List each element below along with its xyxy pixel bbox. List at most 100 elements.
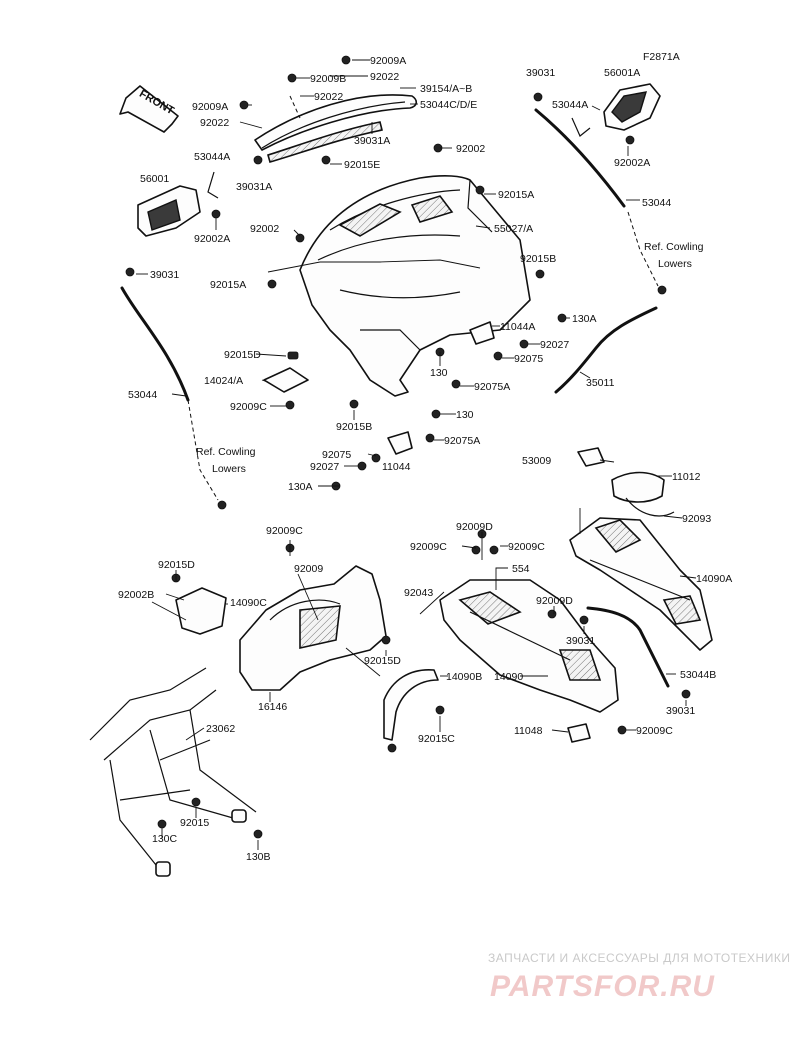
part-label: 92075 bbox=[322, 449, 351, 461]
right-mirror bbox=[603, 83, 661, 145]
part-label: 130A bbox=[572, 313, 597, 325]
part-label: 11044A bbox=[500, 321, 535, 333]
part-label: 56001A bbox=[604, 67, 640, 79]
clip-92015d bbox=[287, 351, 299, 360]
part-label: 53044 bbox=[128, 389, 157, 401]
watermark-tagline: ЗАПЧАСТИ И АКСЕССУАРЫ ДЛЯ МОТОТЕХНИКИ bbox=[488, 951, 790, 965]
frame-23062 bbox=[89, 667, 257, 877]
part-label: 14090B bbox=[446, 671, 482, 683]
part-label: 53044C/D/E bbox=[420, 99, 477, 111]
bracket-11044a bbox=[469, 321, 495, 345]
part-label: 92002A bbox=[194, 233, 230, 245]
panel-14090c bbox=[175, 587, 227, 635]
left-mirror bbox=[137, 185, 221, 237]
part-label: 92009 bbox=[294, 563, 323, 575]
bracket-14024 bbox=[263, 367, 309, 393]
part-label: 39154/A~B bbox=[420, 83, 472, 95]
part-label: 11048 bbox=[514, 725, 543, 737]
front-arrow: FRONT bbox=[119, 85, 179, 133]
part-label: 14090C bbox=[230, 597, 267, 609]
diagram-id: F2871A bbox=[643, 51, 680, 63]
part-label: 56001 bbox=[140, 173, 169, 185]
part-labels: 92009A 92009B 92022 92022 39154/A~B 9200… bbox=[118, 55, 732, 863]
part-label: 39031 bbox=[150, 269, 179, 281]
part-label: 92009B bbox=[310, 73, 346, 85]
part-label: 92075A bbox=[444, 435, 480, 447]
meter-panel-16146 bbox=[239, 565, 387, 691]
part-label: 92015 bbox=[180, 817, 209, 829]
part-label: 39031 bbox=[666, 705, 695, 717]
part-label: 92009C bbox=[266, 525, 303, 537]
part-label: 92009D bbox=[536, 595, 573, 607]
part-label: 35011 bbox=[586, 377, 615, 389]
cable-53044b bbox=[586, 606, 670, 688]
part-label: 39031A bbox=[354, 135, 390, 147]
part-label: 14090A bbox=[696, 573, 732, 585]
ref-note-right-line2: Lowers bbox=[658, 258, 692, 270]
part-label: 53044B bbox=[680, 669, 716, 681]
part-label: 92002A bbox=[614, 157, 650, 169]
cable-35011 bbox=[554, 306, 658, 394]
part-label: 92015B bbox=[520, 253, 556, 265]
upper-cowling bbox=[299, 175, 531, 397]
part-label: 39031 bbox=[526, 67, 555, 79]
clip-11048 bbox=[567, 723, 591, 743]
part-label: 92015B bbox=[336, 421, 372, 433]
ref-note-left-line2: Lowers bbox=[212, 463, 246, 475]
part-label: 92027 bbox=[310, 461, 339, 473]
part-label: 92009C bbox=[410, 541, 447, 553]
part-label: 11012 bbox=[672, 471, 701, 483]
part-label: 92093 bbox=[682, 513, 711, 525]
part-label: 92022 bbox=[200, 117, 229, 129]
part-label: 11044 bbox=[382, 461, 411, 473]
part-label: 92009C bbox=[230, 401, 267, 413]
part-label: 92015A bbox=[498, 189, 534, 201]
part-label: 53044A bbox=[194, 151, 230, 163]
part-label: 53044 bbox=[642, 197, 671, 209]
cable-53044-left bbox=[120, 286, 190, 402]
leader-lines bbox=[136, 59, 697, 850]
part-label: 92015A bbox=[210, 279, 246, 291]
part-label: 14024/A bbox=[204, 375, 243, 387]
part-label: 92002 bbox=[250, 223, 279, 235]
part-label: 16146 bbox=[258, 701, 287, 713]
part-label: 92015D bbox=[224, 349, 261, 361]
part-label: 39031A bbox=[236, 181, 272, 193]
windshield bbox=[254, 94, 418, 163]
cable-53044-right bbox=[534, 108, 626, 208]
part-label: 92002B bbox=[118, 589, 154, 601]
part-label: 92015D bbox=[158, 559, 195, 571]
watermark: ЗАПЧАСТИ И АКСЕССУАРЫ ДЛЯ МОТОТЕХНИКИ PA… bbox=[488, 951, 790, 1003]
part-label: 14090 bbox=[494, 671, 523, 683]
cover-11012 bbox=[577, 447, 675, 517]
center-tray-14090 bbox=[439, 579, 619, 713]
part-label: 130A bbox=[288, 481, 313, 493]
part-label: 92015D bbox=[364, 655, 401, 667]
part-label: 92075 bbox=[514, 353, 543, 365]
bracket-11044 bbox=[387, 431, 413, 455]
part-label: 92015E bbox=[344, 159, 380, 171]
part-label: 92009A bbox=[370, 55, 406, 67]
ref-note-left-line1: Ref. Cowling bbox=[196, 446, 256, 458]
part-label: 554 bbox=[512, 563, 530, 575]
part-label: 130C bbox=[152, 833, 178, 845]
part-label: 130 bbox=[456, 409, 474, 421]
part-label: 23062 bbox=[206, 723, 235, 735]
watermark-brand: PARTSFOR.RU bbox=[490, 970, 715, 1003]
part-label: 53044A bbox=[552, 99, 588, 111]
part-label: 55027/A bbox=[494, 223, 533, 235]
part-label: 92022 bbox=[314, 91, 343, 103]
part-label: 92002 bbox=[456, 143, 485, 155]
part-label: 92027 bbox=[540, 339, 569, 351]
part-label: 53009 bbox=[522, 455, 551, 467]
part-label: 92009A bbox=[192, 101, 228, 113]
ref-note-right-line1: Ref. Cowling bbox=[644, 241, 704, 253]
part-label: 92015C bbox=[418, 733, 455, 745]
part-label: 92043 bbox=[404, 587, 433, 599]
hook-53044a-left bbox=[207, 171, 219, 199]
hook-53044a-right bbox=[571, 117, 591, 137]
part-label: 130B bbox=[246, 851, 271, 863]
part-label: 92009D bbox=[456, 521, 493, 533]
part-label: 92009C bbox=[636, 725, 673, 737]
